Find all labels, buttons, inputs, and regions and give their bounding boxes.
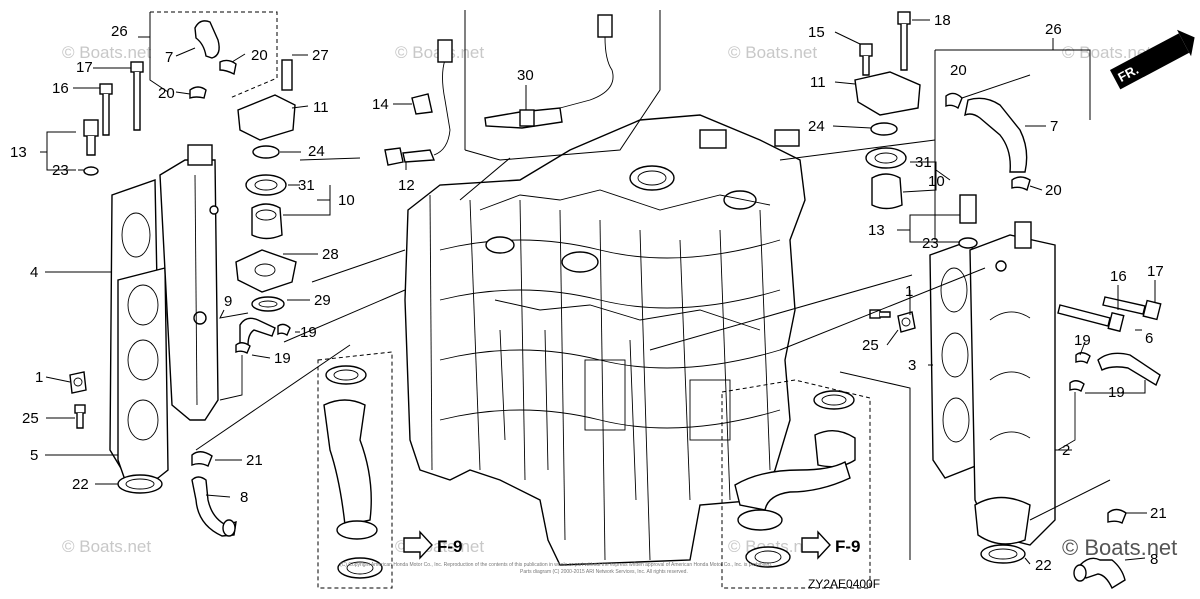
callout-19[interactable]: 19 — [300, 324, 317, 341]
leader-lines — [40, 12, 1156, 565]
copyright-line-2: Parts diagram (C) 2000-2015 ARI Network … — [520, 569, 688, 575]
right-small-hose — [1057, 352, 1161, 451]
callout-26[interactable]: 26 — [1045, 21, 1062, 38]
callout-19[interactable]: 19 — [1108, 384, 1125, 401]
right-bolts — [869, 296, 1162, 333]
callout-24[interactable]: 24 — [808, 118, 825, 135]
callout-1[interactable]: 1 — [35, 369, 43, 386]
callout-28[interactable]: 28 — [322, 246, 339, 263]
left-bottom-parts — [69, 371, 237, 537]
callout-27[interactable]: 27 — [312, 47, 329, 64]
callout-11[interactable]: 11 — [810, 74, 826, 91]
callout-20[interactable]: 20 — [950, 62, 967, 79]
callout-16[interactable]: 16 — [1110, 268, 1127, 285]
left-small-hose — [219, 317, 291, 401]
callout-25[interactable]: 25 — [862, 337, 879, 354]
callout-5[interactable]: 5 — [30, 447, 38, 464]
left-thermostat-stack — [235, 59, 297, 312]
callout-10[interactable]: 10 — [338, 192, 355, 209]
callout-29[interactable]: 29 — [314, 292, 331, 309]
callout-15[interactable]: 15 — [808, 24, 825, 41]
callout-18[interactable]: 18 — [934, 12, 951, 29]
callout-31[interactable]: 31 — [915, 154, 932, 171]
callout-21[interactable]: 21 — [246, 452, 263, 469]
callout-9[interactable]: 9 — [224, 293, 232, 310]
ref-arrow-right[interactable]: F-9 — [801, 530, 861, 560]
callout-17[interactable]: 17 — [1147, 263, 1164, 280]
top-right-hose-set — [934, 49, 1091, 240]
left-gasket-5 — [117, 267, 169, 481]
watermark: © Boats.net — [62, 43, 151, 62]
callout-8[interactable]: 8 — [240, 489, 248, 506]
top-left-hose-set — [150, 11, 278, 99]
right-bottom-parts — [980, 508, 1127, 590]
callout-19[interactable]: 19 — [274, 350, 291, 367]
front-direction-marker: FR. — [1109, 29, 1195, 90]
right-water-tube-box — [721, 379, 871, 589]
callout-17[interactable]: 17 — [76, 59, 93, 76]
left-bolts — [83, 61, 144, 176]
watermark: © Boats.net — [728, 43, 817, 62]
callout-20[interactable]: 20 — [251, 47, 268, 64]
right-thermostat-stack — [854, 11, 978, 249]
ref-label-right[interactable]: F-9 — [835, 537, 861, 556]
watermark: © Boats.net — [62, 537, 151, 556]
copyright-line-1: (C) Copyright American Honda Motor Co., … — [340, 562, 772, 568]
ref-label-left[interactable]: F-9 — [437, 537, 463, 556]
callout-19[interactable]: 19 — [1074, 332, 1091, 349]
callout-30[interactable]: 30 — [517, 67, 534, 84]
watermark-large: © Boats.net — [1062, 535, 1177, 560]
callout-24[interactable]: 24 — [308, 143, 325, 160]
callout-3[interactable]: 3 — [908, 357, 916, 374]
callout-20[interactable]: 20 — [158, 85, 175, 102]
callout-16[interactable]: 16 — [52, 80, 69, 97]
callout-1[interactable]: 1 — [905, 283, 913, 300]
left-exhaust-manifold — [159, 144, 219, 421]
callout-22[interactable]: 22 — [72, 476, 89, 493]
left-water-tube-box — [317, 351, 393, 589]
watermark: © Boats.net — [1062, 43, 1151, 62]
callout-2[interactable]: 2 — [1062, 442, 1070, 459]
callout-14[interactable]: 14 — [372, 96, 389, 113]
figure-code: ZY2AE0400F — [808, 577, 880, 591]
callout-13[interactable]: 13 — [868, 222, 885, 239]
right-exhaust-manifold — [969, 221, 1056, 546]
callout-numbers: 26 7 20 20 27 17 16 11 13 23 24 31 10 28… — [10, 12, 1167, 574]
callout-12[interactable]: 12 — [398, 177, 415, 194]
cylinder-block — [404, 114, 806, 566]
callout-21[interactable]: 21 — [1150, 505, 1167, 522]
callout-7[interactable]: 7 — [1050, 118, 1058, 135]
callout-7[interactable]: 7 — [165, 49, 173, 66]
ref-arrow-left[interactable]: F-9 — [403, 530, 463, 560]
callout-26[interactable]: 26 — [111, 23, 128, 40]
callout-11[interactable]: 11 — [313, 99, 329, 116]
callout-20[interactable]: 20 — [1045, 182, 1062, 199]
left-sensor — [384, 39, 453, 166]
callout-22[interactable]: 22 — [1035, 557, 1052, 574]
callout-10[interactable]: 10 — [928, 173, 945, 190]
callout-13[interactable]: 13 — [10, 144, 27, 161]
callout-6[interactable]: 6 — [1145, 330, 1153, 347]
oxygen-sensor-30 — [464, 10, 661, 161]
callout-25[interactable]: 25 — [22, 410, 39, 427]
callout-8[interactable]: 8 — [1150, 551, 1158, 568]
callout-4[interactable]: 4 — [30, 264, 38, 281]
callout-23[interactable]: 23 — [52, 162, 69, 179]
callout-31[interactable]: 31 — [298, 177, 315, 194]
callout-23[interactable]: 23 — [922, 235, 939, 252]
